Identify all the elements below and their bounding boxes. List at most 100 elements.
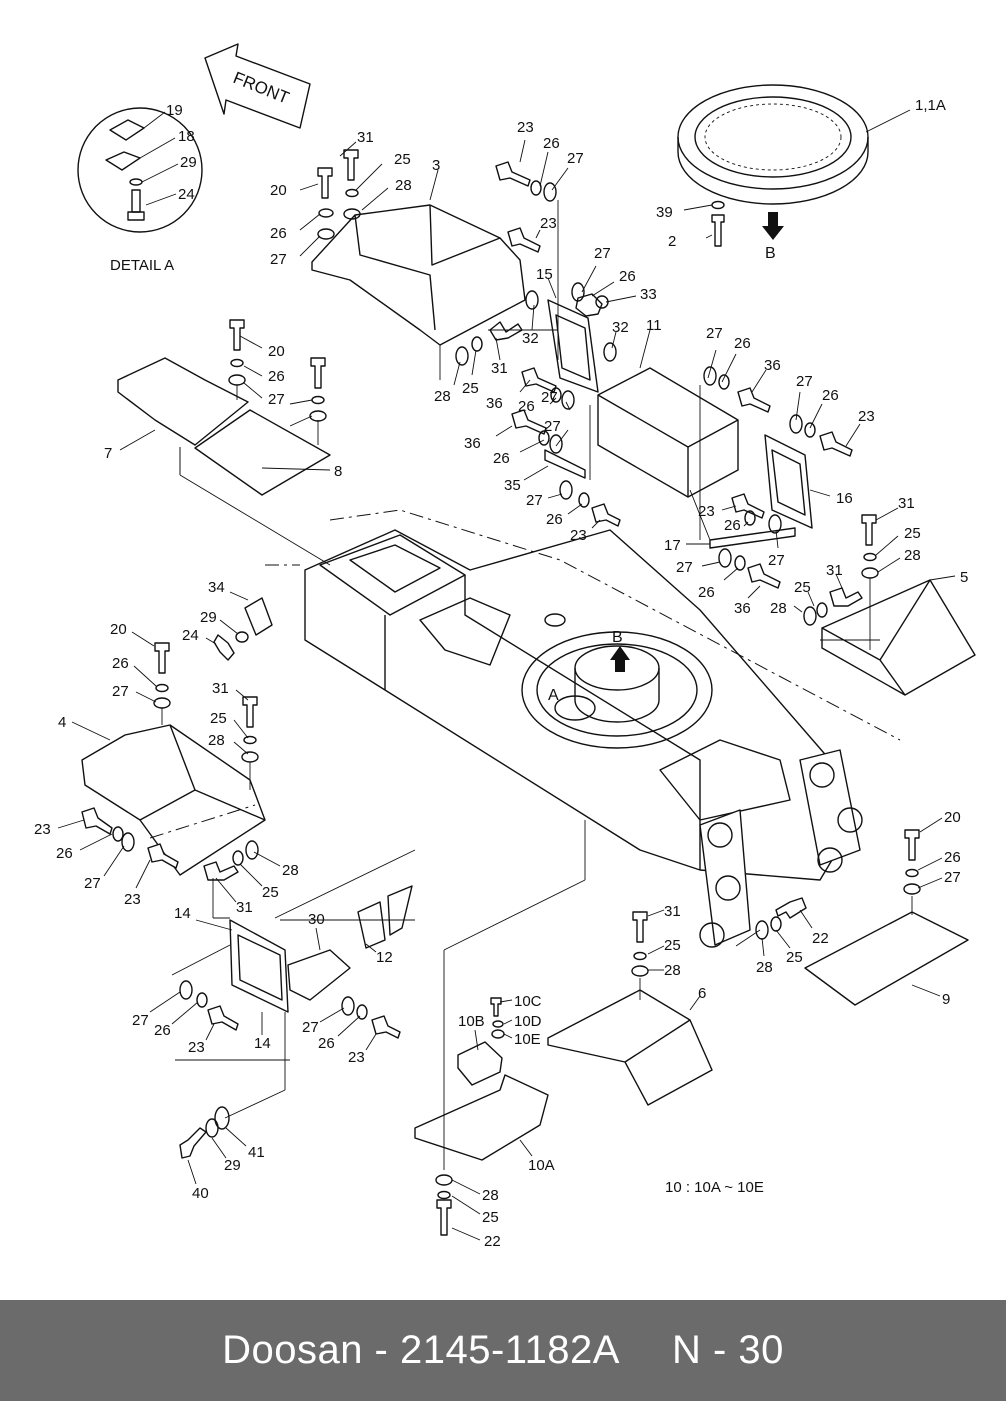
callout-23b: 23 [540, 215, 557, 232]
callout-31f: 31 [236, 899, 253, 916]
tool-box-11 [597, 367, 739, 498]
callout-26d: 26 [268, 368, 285, 385]
callout-12: 12 [376, 949, 393, 966]
callout-6: 6 [698, 985, 706, 1002]
callout-29b: 29 [200, 609, 217, 626]
callout-27b: 27 [567, 150, 584, 167]
bracket-10b [457, 1041, 503, 1086]
footer-part-ref: Doosan - 2145-1182A [222, 1328, 620, 1372]
callout-23c: 23 [858, 408, 875, 425]
callout-10c: 10C [514, 993, 542, 1010]
callout-23f: 23 [34, 821, 51, 838]
callout-32a: 32 [522, 330, 539, 347]
callout-7: 7 [104, 445, 112, 462]
view-b-arrow-top [762, 212, 784, 240]
callout-26n: 26 [944, 849, 961, 866]
callout-32b: 32 [612, 319, 629, 336]
fasteners [81, 149, 920, 1236]
callout-20c: 20 [110, 621, 127, 638]
callout-28h: 28 [664, 962, 681, 979]
callout-26e: 26 [518, 398, 535, 415]
callout-26o: 26 [154, 1022, 171, 1039]
bracket-30 [287, 949, 351, 1001]
front-arrow: FRONT [204, 43, 311, 129]
assembly-lines [161, 200, 913, 1170]
callout-20a: 20 [270, 182, 287, 199]
bracket-10a [414, 1074, 549, 1161]
callout-27m: 27 [84, 875, 101, 892]
bracket-17 [709, 527, 796, 549]
callout-23e: 23 [698, 503, 715, 520]
callout-24a: 24 [178, 186, 195, 203]
upper-frame [265, 509, 901, 881]
callout-28a: 28 [395, 177, 412, 194]
callout-27o: 27 [132, 1012, 149, 1029]
group-note: 10 : 10A ~ 10E [665, 1179, 764, 1196]
callout-26f: 26 [493, 450, 510, 467]
swing-bearing-mount [521, 613, 713, 749]
callout-31d: 31 [826, 562, 843, 579]
callout-29a: 29 [180, 154, 197, 171]
callout-31a: 31 [357, 129, 374, 146]
callout-31b: 31 [491, 360, 508, 377]
bracket-12 [357, 885, 413, 949]
bracket-15 [547, 299, 599, 393]
callout-27n: 27 [944, 869, 961, 886]
callout-23i: 23 [348, 1049, 365, 1066]
callout-27p: 27 [302, 1019, 319, 1036]
bracket-14 [229, 919, 289, 1013]
view-marker-center: B [612, 629, 623, 646]
callout-39: 39 [656, 204, 673, 221]
callout-4: 4 [58, 714, 66, 731]
callout-25i: 25 [482, 1209, 499, 1226]
washers [112, 180, 921, 1200]
leader-lines [57, 109, 956, 1241]
callout-27d: 27 [268, 391, 285, 408]
callout-26g: 26 [734, 335, 751, 352]
cover-6 [547, 989, 713, 1106]
callout-27g: 27 [706, 325, 723, 342]
callout-26i: 26 [546, 511, 563, 528]
callout-10b: 10B [458, 1013, 485, 1030]
detail-a-view: DETAIL A [77, 107, 203, 274]
callout-23g: 23 [124, 891, 141, 908]
callout-41: 41 [248, 1144, 265, 1161]
bracket-34 [244, 597, 273, 636]
callout-28d: 28 [770, 600, 787, 617]
footer-bar: Doosan - 2145-1182A N - 30 [0, 1300, 1006, 1401]
callout-34: 34 [208, 579, 225, 596]
detail-marker: A [548, 687, 559, 704]
callout-26j: 26 [724, 517, 741, 534]
callout-27k: 27 [676, 559, 693, 576]
callout-25g: 25 [786, 949, 803, 966]
boom-foot [699, 749, 863, 948]
callout-22b: 22 [484, 1233, 501, 1250]
footer-page-ref: N - 30 [671, 1328, 784, 1372]
bracket-16 [764, 434, 813, 529]
cover-3 [311, 204, 526, 346]
callout-23d: 23 [570, 527, 587, 544]
callout-29c: 29 [224, 1157, 241, 1174]
callout-31c: 31 [898, 495, 915, 512]
callout-25f: 25 [262, 884, 279, 901]
callout-26k: 26 [698, 584, 715, 601]
callout-14b: 14 [254, 1035, 271, 1052]
callout-20d: 20 [944, 809, 961, 826]
callout-10e: 10E [514, 1031, 541, 1048]
callout-1: 1,1A [915, 97, 946, 114]
callout-27h: 27 [796, 373, 813, 390]
callout-19: 19 [166, 102, 183, 119]
callout-26h: 26 [822, 387, 839, 404]
cover-5 [821, 579, 976, 696]
callout-31g: 31 [664, 903, 681, 920]
exploded-parts-diagram: FRONT DETAIL A [34, 43, 976, 1250]
callout-5: 5 [960, 569, 968, 586]
callout-36a: 36 [486, 395, 503, 412]
callout-25h: 25 [664, 937, 681, 954]
callout-8: 8 [334, 463, 342, 480]
detail-a-title: DETAIL A [110, 257, 174, 274]
callout-10a: 10A [528, 1157, 555, 1174]
callout-26p: 26 [318, 1035, 335, 1052]
callout-36d: 36 [734, 600, 751, 617]
